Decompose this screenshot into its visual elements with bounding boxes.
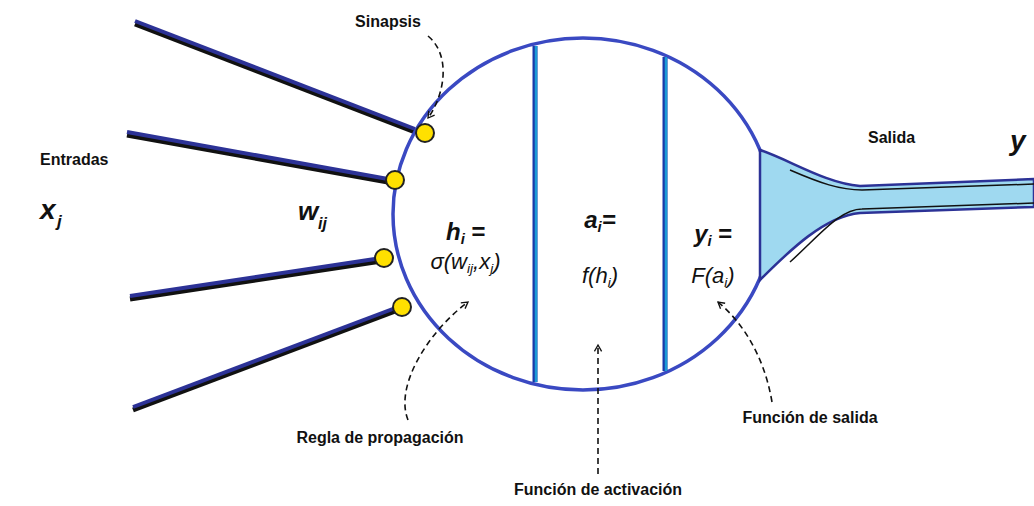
symbol-label: x [40,193,56,227]
subscript-text: i [724,275,727,291]
leader-line [405,302,468,420]
formula-text: f(h [582,263,608,289]
compartment-band: ai=f(hi) [537,206,663,292]
neuron-body [393,38,773,390]
input-line [135,21,415,129]
output-axon [760,150,1034,280]
formula-text: = [718,220,732,249]
callout-label: Sinapsis [355,12,421,31]
input-line [130,257,388,296]
symbol-label: y [1010,124,1026,158]
subscript-text: i [461,231,465,249]
formula-text: h [446,218,461,247]
synapse-dot [386,171,404,189]
input-line [127,135,388,182]
synapse-dots [375,124,434,316]
formula-text: y [694,220,707,249]
synapse-dot [393,298,411,316]
leader-lines [405,36,772,474]
axon-edge [790,203,1034,262]
subscript-text: j [490,261,493,277]
symbol-label: w [298,196,318,227]
formula-line: ai= [537,206,663,237]
formula-text: σ(w [430,249,466,275]
compartment-band: yi=F(ai) [668,220,758,292]
formula-text: a [584,206,597,235]
callout-label: Función de salida [742,408,877,427]
callout-label: Regla de propagación [296,428,463,447]
leader-line [428,36,443,118]
formula-line: f(hi) [537,263,663,291]
divider-line [535,46,538,382]
formula-line: F(ai) [668,263,758,291]
subscript-text: i [708,233,712,251]
input-line [135,24,415,132]
formula-text: F(a [691,263,724,289]
synapse-dot [416,124,434,142]
compartment-band: hi =σ(wij,xj) [398,218,533,278]
formula-line: σ(wij,xj) [398,249,533,277]
subscript-text: i [598,219,602,237]
leader-line [718,302,772,402]
divider-line [663,57,668,371]
input-line [127,132,388,179]
axon-edge [790,170,1034,190]
callout-label: Función de activación [514,480,682,499]
input-lines [127,21,415,410]
input-line [133,307,398,407]
section-label: Salida [868,128,915,147]
formula-text: ) [611,263,618,289]
formula-text: ) [493,249,500,275]
divider-line [533,46,538,382]
subscript-text: ij [467,261,473,277]
leader-line [597,345,599,474]
formula-text: ) [727,263,734,289]
input-line [133,310,398,410]
input-line [130,260,388,299]
synapse-dot [375,249,393,267]
divider-line [665,57,668,371]
section-label: Entradas [40,150,108,169]
formula-text: = [471,218,485,247]
subscript-label: ij [318,214,327,233]
formula-line: hi = [398,218,533,249]
formula-text: = [602,206,616,235]
subscript-label: j [57,212,62,232]
subscript-text: i [608,275,611,291]
formula-line: yi = [668,220,758,251]
formula-text: ,x [473,249,490,275]
